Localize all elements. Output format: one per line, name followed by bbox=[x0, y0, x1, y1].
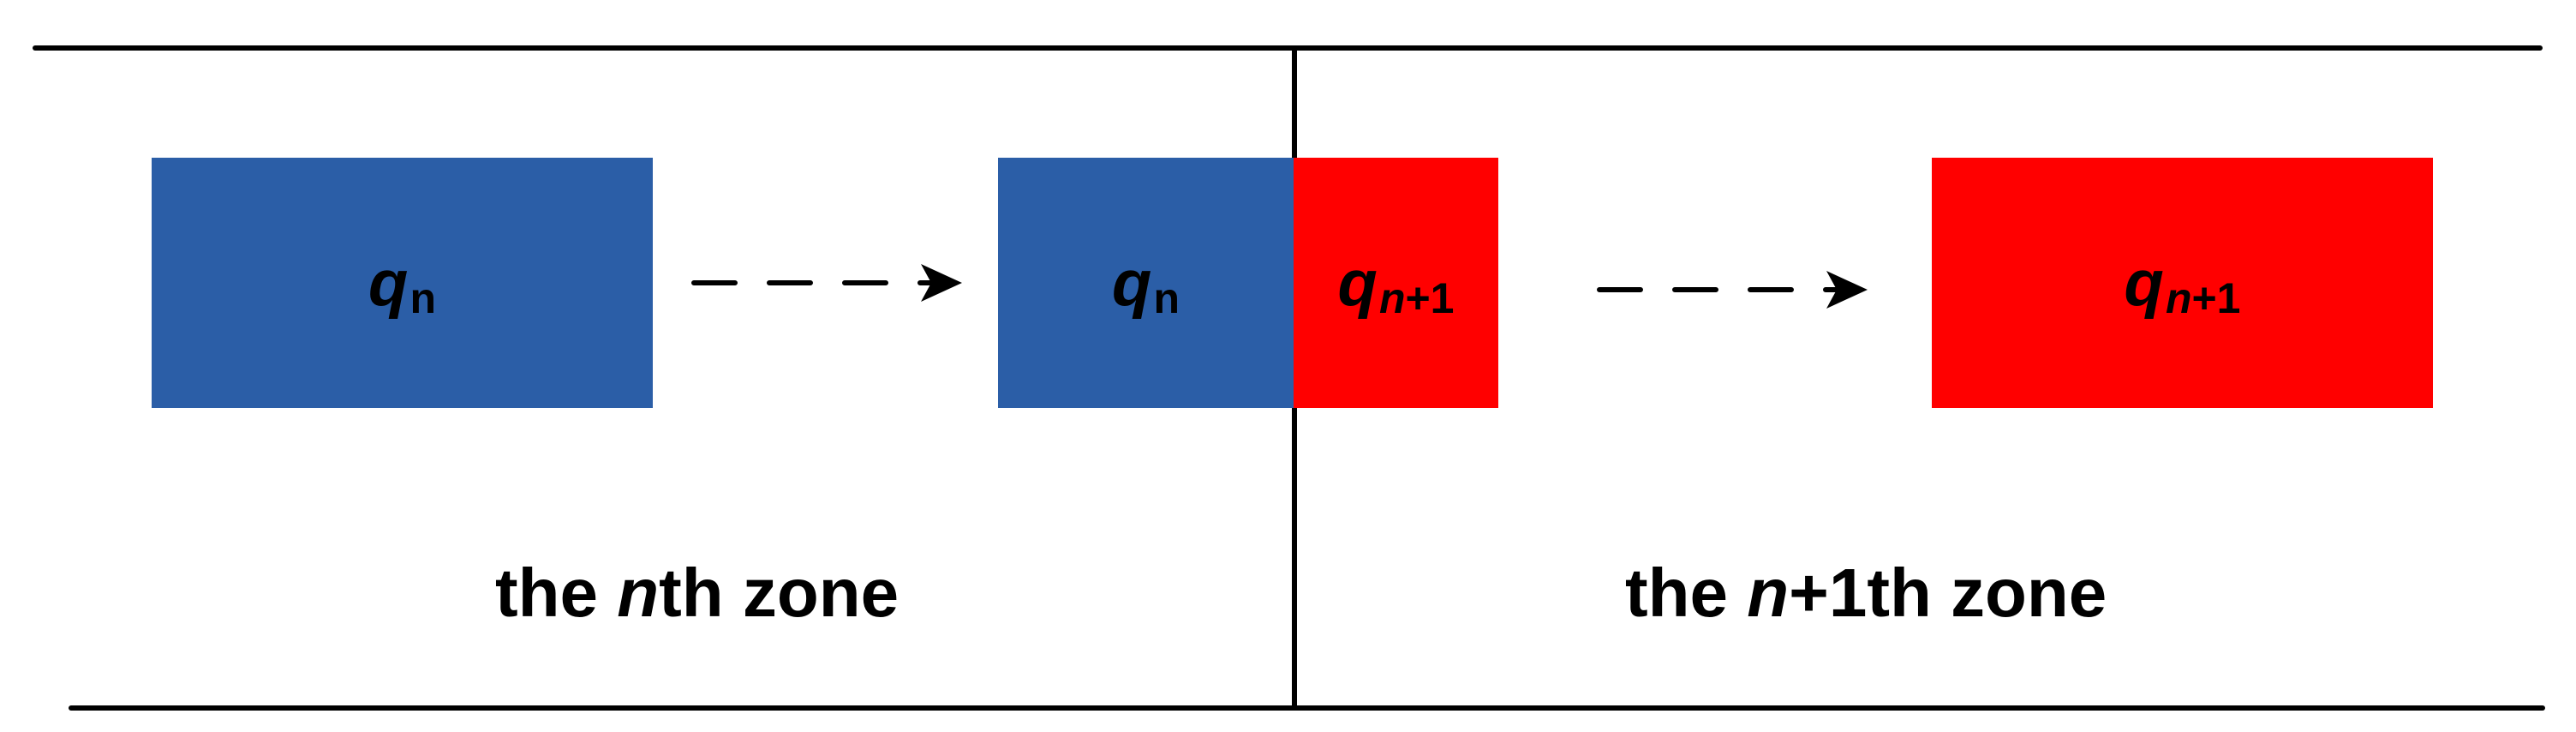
zone-label-prefix: the bbox=[1625, 555, 1748, 631]
subscript: n+1 bbox=[1379, 273, 1455, 323]
zone-label-suffix: th zone bbox=[659, 555, 900, 631]
subscript: n+1 bbox=[2166, 273, 2241, 323]
subscript-var: n bbox=[2165, 274, 2192, 322]
subscript-rest: n bbox=[1153, 274, 1180, 322]
dashed-arrow-right bbox=[1597, 271, 1868, 309]
top-boundary-line bbox=[33, 45, 2543, 51]
subscript-rest: n bbox=[409, 274, 436, 322]
nth-zone-label: the nth zone bbox=[495, 559, 899, 627]
subscript: n bbox=[409, 273, 436, 323]
q-symbol: q bbox=[368, 246, 409, 320]
zone-label-suffix: +1th zone bbox=[1789, 555, 2107, 631]
zone-label-var: n bbox=[617, 555, 660, 631]
n1th-zone-label: the n+1th zone bbox=[1625, 559, 2107, 627]
subscript-var: n bbox=[1378, 274, 1406, 322]
zone-label-var: n bbox=[1747, 555, 1790, 631]
q-symbol: q bbox=[1337, 246, 1378, 320]
subscript-rest: +1 bbox=[1405, 274, 1455, 322]
subscript-rest: +1 bbox=[2191, 274, 2241, 322]
bottom-boundary-line bbox=[69, 705, 2545, 711]
q-symbol: q bbox=[1112, 246, 1152, 320]
dashed-arrow-left bbox=[691, 264, 962, 302]
zone-label-prefix: the bbox=[495, 555, 618, 631]
q-symbol: q bbox=[2124, 246, 2164, 320]
subscript: n bbox=[1153, 273, 1180, 323]
